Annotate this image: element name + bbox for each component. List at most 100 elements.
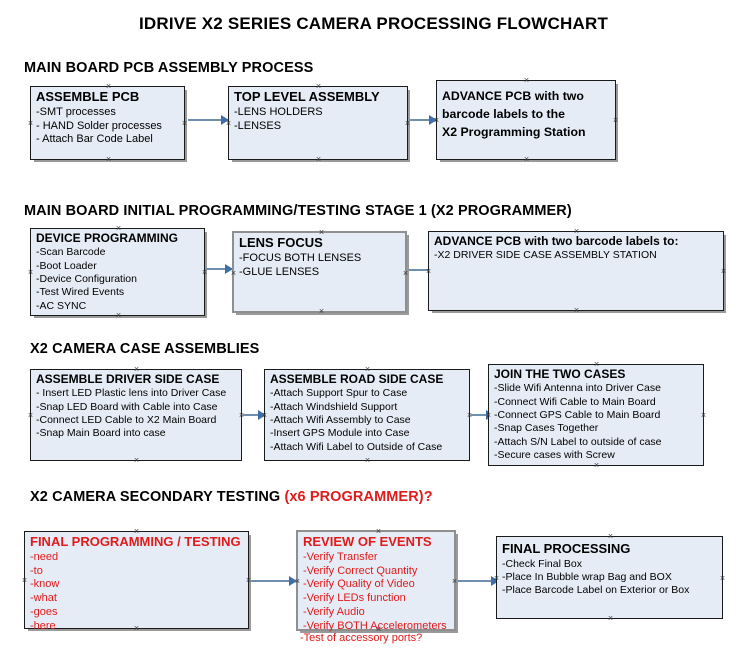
handle-bottom[interactable] bbox=[133, 457, 140, 464]
box-lines: -Scan Barcode -Boot Loader -Device Confi… bbox=[36, 246, 200, 313]
box-lines: -Verify Transfer -Verify Correct Quantit… bbox=[303, 551, 450, 635]
handle-left[interactable] bbox=[27, 120, 34, 127]
section-heading-4-accent: (x6 PROGRAMMER)? bbox=[284, 489, 433, 505]
box-line: -LENS HOLDERS bbox=[234, 105, 323, 118]
box-lines: -Attach Support Spur to Case -Attach Win… bbox=[270, 387, 465, 454]
handle-left[interactable] bbox=[27, 269, 34, 276]
box-line: -Connect LED Cable to X2 Main Board bbox=[36, 414, 217, 427]
box-title: ASSEMBLE DRIVER SIDE CASE bbox=[36, 372, 220, 386]
connector-arrow bbox=[458, 576, 499, 586]
connector-arrow bbox=[206, 264, 233, 274]
box-lines: -need -to -know -what -goes -here bbox=[30, 551, 244, 635]
box-title: ASSEMBLE ROAD SIDE CASE bbox=[270, 372, 444, 386]
process-box-assemble-driver-side-case[interactable]: ASSEMBLE DRIVER SIDE CASE - Insert LED P… bbox=[30, 369, 242, 461]
box-lines: -Slide Wifi Antenna into Driver Case -Co… bbox=[494, 382, 699, 462]
box-line: -Check Final Box bbox=[502, 557, 582, 570]
box-line-overflow: -Test of accessory ports? bbox=[300, 632, 423, 644]
box-line: -SMT processes bbox=[36, 105, 116, 118]
box-line: -Verify BOTH Accelerometers bbox=[303, 620, 447, 633]
process-box-top-level-assembly[interactable]: TOP LEVEL ASSEMBLY -LENS HOLDERS -LENSES bbox=[228, 86, 408, 160]
handle-bottom[interactable] bbox=[593, 462, 600, 469]
box-line: -Place In Bubble wrap Bag and BOX bbox=[502, 570, 672, 583]
box-line: - Insert LED Plastic lens into Driver Ca… bbox=[36, 387, 227, 400]
page-title: IDRIVE X2 SERIES CAMERA PROCESSING FLOWC… bbox=[138, 14, 609, 33]
box-line: -Attach Wifi Label to Outside of Case bbox=[270, 440, 443, 453]
process-box-assemble-pcb[interactable]: ASSEMBLE PCB -SMT processes - HAND Solde… bbox=[30, 86, 185, 160]
box-lines: -SMT processes - HAND Solder processes -… bbox=[36, 106, 180, 148]
box-line: -Device Configuration bbox=[36, 273, 137, 286]
handle-left[interactable] bbox=[27, 412, 34, 419]
handle-top[interactable] bbox=[607, 533, 614, 540]
process-box-final-programming-testing[interactable]: FINAL PROGRAMMING / TESTING -need -to -k… bbox=[21, 531, 249, 632]
handle-left[interactable] bbox=[230, 270, 237, 277]
box-title: DEVICE PROGRAMMING bbox=[36, 231, 179, 245]
handle-bottom[interactable] bbox=[573, 307, 580, 314]
box-line: -Boot Loader bbox=[36, 259, 97, 272]
process-box-advance-pcb-driver-side-case[interactable]: ADVANCE PCB with two barcode labels to: … bbox=[428, 231, 724, 311]
box-line: -goes bbox=[30, 606, 58, 619]
box-line: -here bbox=[30, 620, 56, 633]
box-line: -Verify LEDs function bbox=[303, 592, 406, 605]
process-box-assemble-road-side-case[interactable]: ASSEMBLE ROAD SIDE CASE -Attach Support … bbox=[264, 369, 470, 461]
handle-bottom[interactable] bbox=[607, 615, 614, 622]
handle-right[interactable] bbox=[402, 270, 409, 277]
handle-top[interactable] bbox=[523, 77, 530, 84]
box-line: -Slide Wifi Antenna into Driver Case bbox=[494, 382, 661, 395]
box-line: -Attach Support Spur to Case bbox=[270, 387, 408, 400]
box-title-line: ADVANCE PCB with two bbox=[442, 89, 584, 103]
box-line: -Insert GPS Module into Case bbox=[270, 427, 410, 440]
box-line: -Snap LED Board with Cable into Case bbox=[36, 400, 218, 413]
box-title: LENS FOCUS bbox=[239, 235, 323, 250]
box-line: -Scan Barcode bbox=[36, 246, 106, 259]
box-line: -to bbox=[30, 564, 43, 577]
connector-arrow bbox=[243, 410, 266, 420]
box-title-line: barcode labels to the bbox=[442, 106, 565, 121]
box-line: - HAND Solder processes bbox=[36, 119, 162, 132]
box-line: -what bbox=[30, 592, 57, 605]
process-box-lens-focus[interactable]: LENS FOCUS -FOCUS BOTH LENSES -GLUE LENS… bbox=[232, 231, 407, 313]
section-heading-1: MAIN BOARD PCB ASSEMBLY PROCESS bbox=[24, 60, 314, 76]
handle-bottom[interactable] bbox=[523, 156, 530, 163]
process-box-advance-pcb-programming-station[interactable]: ADVANCE PCB with two barcode labels to t… bbox=[436, 80, 616, 160]
handle-right[interactable] bbox=[451, 578, 458, 585]
process-box-device-programming[interactable]: DEVICE PROGRAMMING -Scan Barcode -Boot L… bbox=[30, 228, 205, 316]
box-line: -Verify Audio bbox=[303, 606, 365, 619]
box-line: -Attach S/N Label to outside of case bbox=[494, 435, 662, 448]
box-line: -GLUE LENSES bbox=[239, 265, 320, 278]
box-lines: -Check Final Box -Place In Bubble wrap B… bbox=[502, 558, 718, 598]
box-lines: -FOCUS BOTH LENSES -GLUE LENSES bbox=[239, 252, 401, 280]
handle-right[interactable] bbox=[612, 117, 619, 124]
box-title: FINAL PROCESSING bbox=[502, 541, 631, 556]
process-box-join-the-two-cases[interactable]: JOIN THE TWO CASES -Slide Wifi Antenna i… bbox=[488, 364, 704, 466]
box-line: -Connect Wifi Cable to Main Board bbox=[494, 395, 656, 408]
handle-right[interactable] bbox=[181, 120, 188, 127]
box-line: -Attach Windshield Support bbox=[270, 400, 398, 413]
box-line: -Verify Transfer bbox=[303, 550, 378, 563]
box-line: -Connect GPS Cable to Main Board bbox=[494, 409, 661, 422]
process-box-review-of-events[interactable]: REVIEW OF EVENTS -Verify Transfer -Verif… bbox=[294, 530, 458, 632]
handle-bottom[interactable] bbox=[315, 156, 322, 163]
handle-bottom[interactable] bbox=[364, 457, 371, 464]
handle-left[interactable] bbox=[294, 578, 301, 585]
box-line: -Place Barcode Label on Exterior or Box bbox=[502, 584, 690, 597]
box-line: -AC SYNC bbox=[36, 299, 87, 312]
box-line: -Attach Wifi Assembly to Case bbox=[270, 414, 411, 427]
box-line: -Secure cases with Screw bbox=[494, 449, 615, 462]
box-title: TOP LEVEL ASSEMBLY bbox=[234, 89, 380, 104]
handle-bottom[interactable] bbox=[318, 308, 325, 315]
handle-right[interactable] bbox=[700, 412, 707, 419]
handle-bottom[interactable] bbox=[105, 156, 112, 163]
handle-left[interactable] bbox=[21, 577, 28, 584]
connector-arrow bbox=[188, 115, 229, 125]
section-heading-4: X2 CAMERA SECONDARY TESTING (x6 PROGRAMM… bbox=[30, 489, 433, 505]
process-box-final-processing[interactable]: FINAL PROCESSING -Check Final Box -Place… bbox=[496, 536, 723, 619]
box-line: -LENSES bbox=[234, 119, 282, 132]
handle-right[interactable] bbox=[720, 268, 727, 275]
box-title: ASSEMBLE PCB bbox=[36, 89, 140, 104]
section-heading-3: X2 CAMERA CASE ASSEMBLIES bbox=[30, 341, 260, 357]
handle-right[interactable] bbox=[719, 575, 726, 582]
box-title: JOIN THE TWO CASES bbox=[494, 367, 626, 381]
box-title-line: X2 Programming Station bbox=[442, 124, 586, 139]
box-line: - Attach Bar Code Label bbox=[36, 133, 153, 146]
